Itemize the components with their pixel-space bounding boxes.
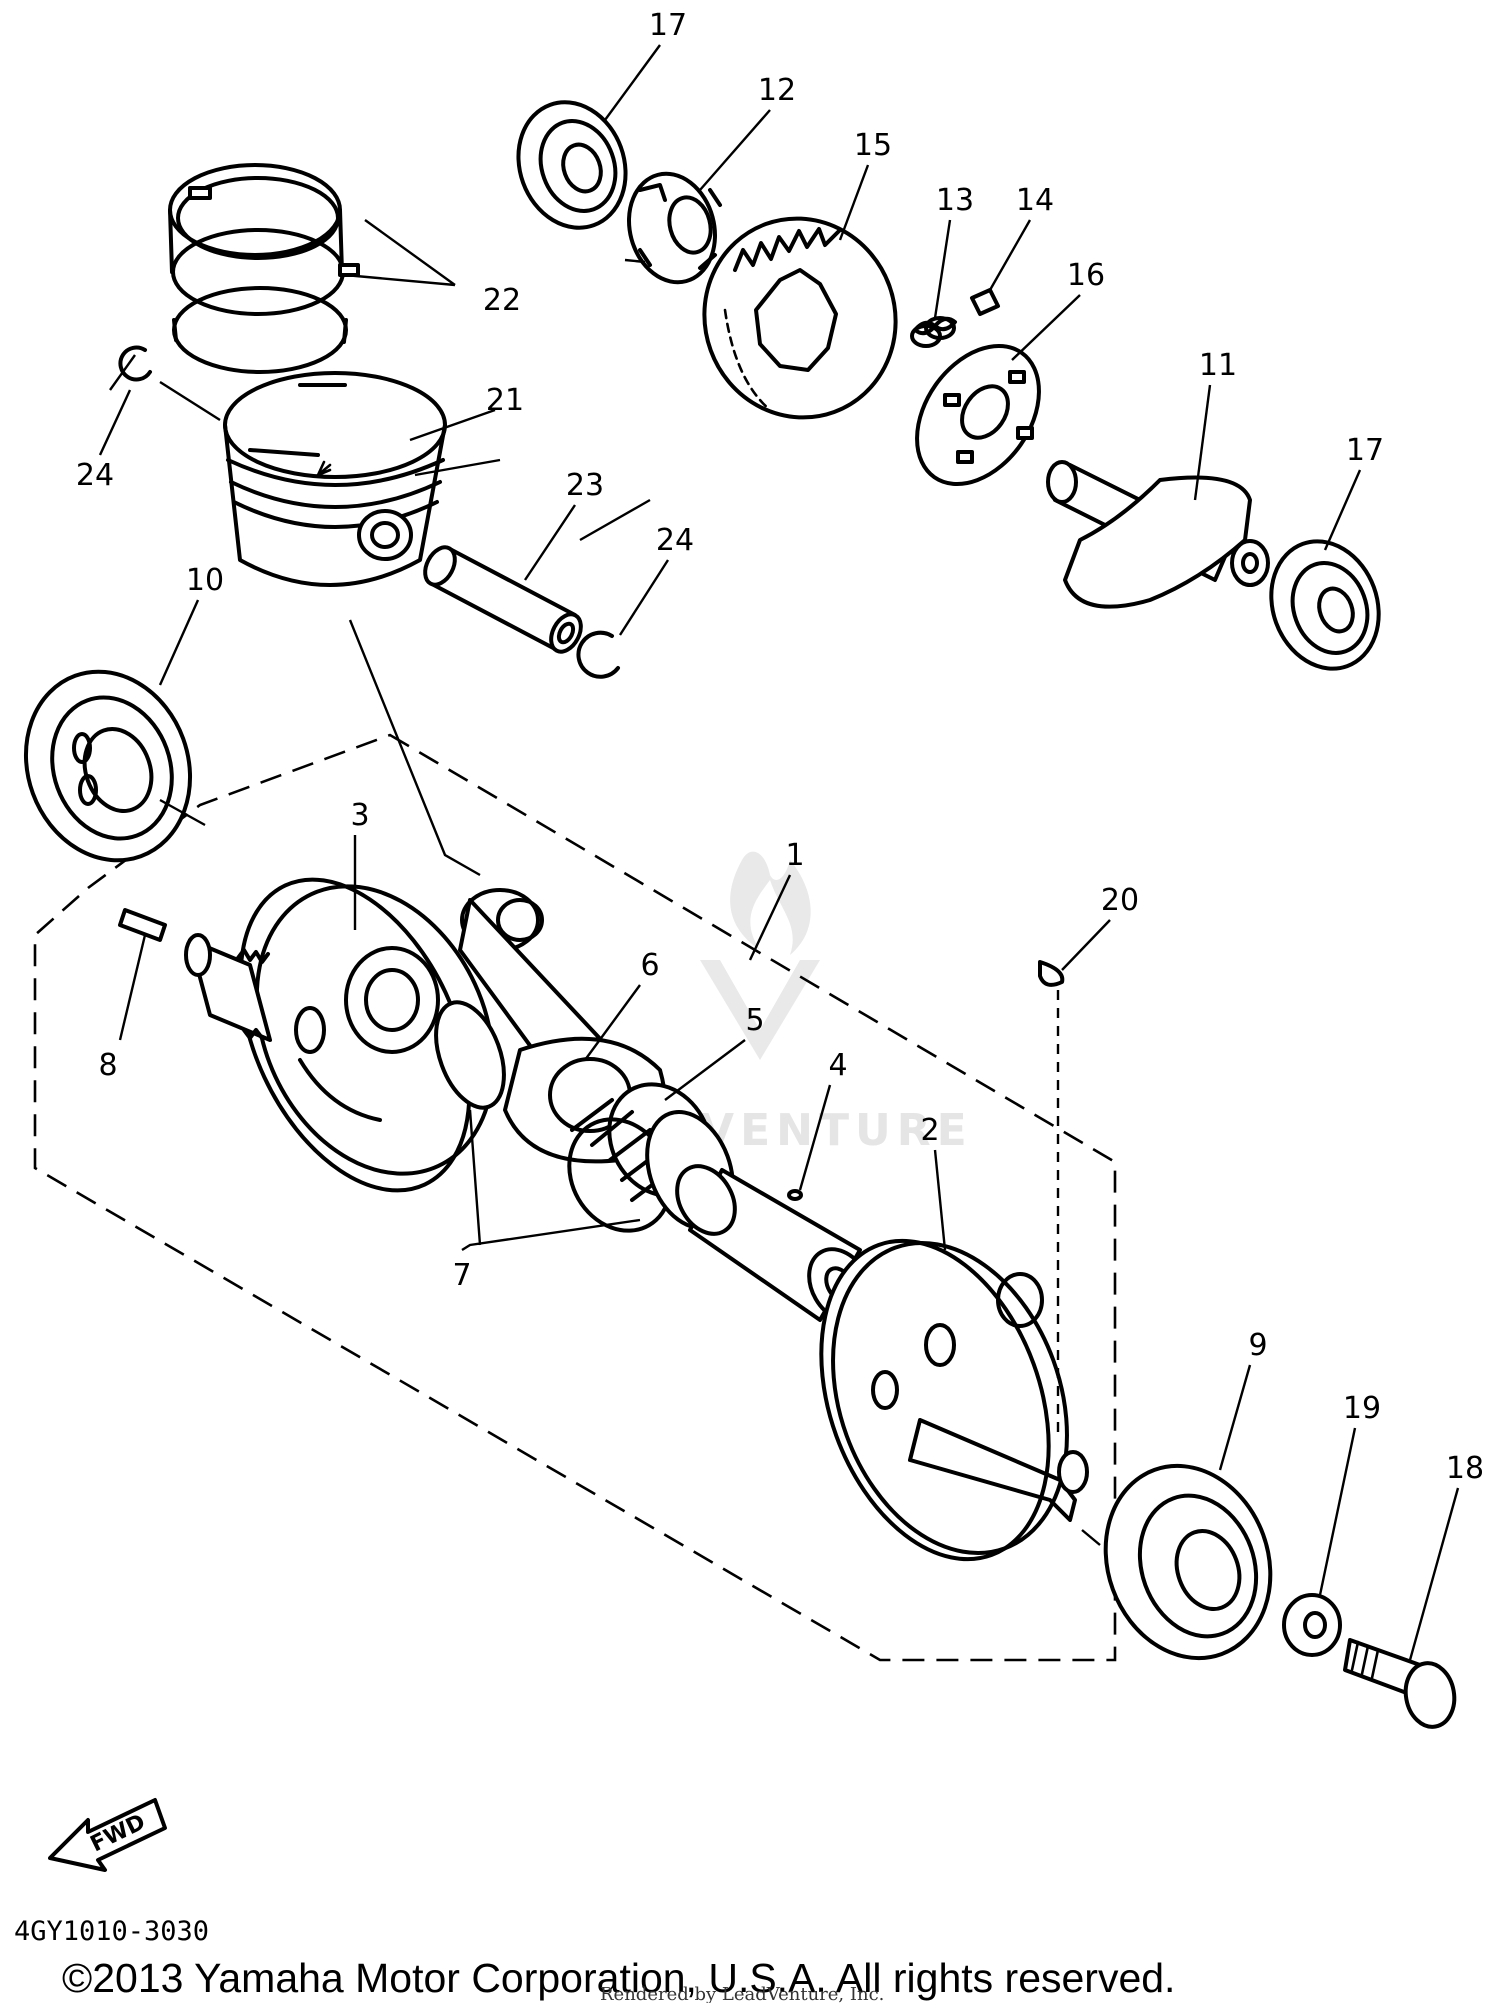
circlip-left [118,345,152,382]
piston-pin [423,545,583,654]
balancer-shaft [1046,460,1270,609]
callout-20: 20 [1101,883,1139,918]
copyright-notice: ©2013 Yamaha Motor Corporation, U.S.A. A… [62,1955,1175,2001]
callout-7: 7 [452,1258,471,1293]
woodruff-key-right [1038,960,1065,987]
washer-hole [1303,1611,1327,1639]
callout-11: 11 [1199,348,1237,383]
callout-4: 4 [828,1048,847,1083]
crank-half-left [238,877,496,1193]
callout-2: 2 [920,1113,939,1148]
callout-15: 15 [854,128,892,163]
bearing-top [516,100,628,230]
callout-22: 22 [483,283,521,318]
callout-24-left: 24 [76,458,114,493]
callout-10: 10 [186,563,224,598]
callout-8: 8 [98,1048,117,1083]
bearing-left [23,669,193,863]
balancer-plate [627,171,722,285]
balancer-gear [702,216,898,420]
diagram-code: 4GY1010-3030 [14,1916,209,1947]
rendered-by-note: Rendered by LeadVenture, Inc. [600,1984,884,2003]
bearing-crank-right [1103,1463,1273,1661]
leader-lines [109,219,1101,1546]
callout-3: 3 [350,798,369,833]
damper-plate [915,343,1041,487]
bearing-right [1269,539,1381,671]
crank-half-right [819,1238,1089,1562]
callout-17-right: 17 [1346,433,1384,468]
woodruff-key-left [118,908,167,942]
dowel-pin [970,288,1000,316]
fwd-arrow-icon: FWD [48,1798,167,1872]
washer [1282,1593,1342,1657]
spring [910,316,957,348]
assembly-dashed-outline [33,733,1117,1662]
callout-1: 1 [785,838,804,873]
callout-21: 21 [486,383,524,418]
callout-17-top: 17 [649,8,687,43]
callout-5: 5 [745,1003,764,1038]
callout-18: 18 [1446,1451,1484,1486]
callout-24-right: 24 [656,523,694,558]
callout-14: 14 [1016,183,1054,218]
callout-9: 9 [1248,1328,1267,1363]
callout-6: 6 [640,948,659,983]
callout-16: 16 [1067,258,1105,293]
circlip-right [576,630,620,679]
crank-shaft-left-end [184,933,272,1042]
piston-rings [168,163,360,374]
callout-13: 13 [936,183,974,218]
callout-12: 12 [758,73,796,108]
thrust-washer-a [434,1000,506,1110]
bolt [1343,1638,1457,1729]
callout-23: 23 [566,468,604,503]
callout-19: 19 [1343,1391,1381,1426]
piston [223,371,447,587]
